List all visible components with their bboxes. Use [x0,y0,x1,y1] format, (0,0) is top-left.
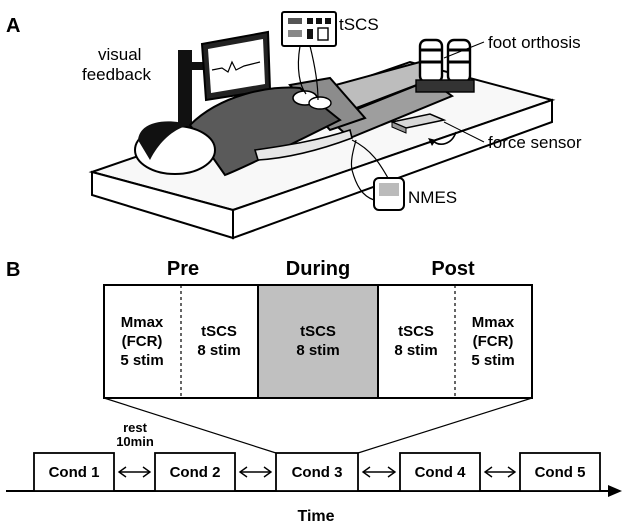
block-2-line-1: tSCS [201,323,237,340]
block-2-line-2: 8 stim [197,342,240,359]
rest-arrow [117,466,152,478]
block-3-line-1: tSCS [300,323,336,340]
phase-pre-label: Pre [167,258,199,280]
phase-post-label: Post [431,258,475,280]
cond-3-label: Cond 3 [292,464,343,481]
rest-arrow [483,466,517,478]
cond-1-label: Cond 1 [49,464,100,481]
force-sensor-label: force sensor [488,133,582,152]
cond-box-5 [519,452,601,492]
cond-box-3 [275,452,359,492]
block-4-line-1: tSCS [398,323,434,340]
panel-a-letter: A [6,15,20,37]
nmes-device [350,139,405,211]
setup-illustration [88,11,556,240]
block-1-line-2: (FCR) [122,333,163,350]
tscs-label: tSCS [339,15,379,34]
tscs-device [281,11,337,101]
visual-feedback-label-line1: visual [98,45,141,64]
block-5-line-1: Mmax [472,314,515,331]
cond-box-4 [399,452,481,492]
block-1-line-1: Mmax [121,314,164,331]
cond-box-2 [154,452,236,492]
cond-4-label: Cond 4 [415,464,466,481]
rest-arrow [238,466,273,478]
cond-5-label: Cond 5 [535,464,586,481]
zoom-line-left [103,397,277,454]
block-4-line-2: 8 stim [394,342,437,359]
cond-box-1 [33,452,115,492]
rest-arrow [361,466,397,478]
panel-b-letter: B [6,259,20,281]
force-sensor-device [389,113,457,146]
visual-feedback-label-line2: feedback [82,65,151,84]
zoom-line-right [357,397,533,454]
cond-2-label: Cond 2 [170,464,221,481]
rest-label-line2: 10min [116,434,154,449]
protocol-box [103,284,533,399]
time-axis-label: Time [297,508,334,525]
foot-orthosis [415,38,475,93]
block-5-line-3: 5 stim [471,352,514,369]
foot-orthosis-label: foot orthosis [488,33,581,52]
block-1-line-3: 5 stim [120,352,163,369]
during-shaded-block [258,285,378,398]
block-3-line-2: 8 stim [296,342,339,359]
rest-label-line1: rest [123,420,148,435]
nmes-label: NMES [408,188,457,207]
block-5-line-2: (FCR) [473,333,514,350]
phase-during-label: During [286,258,350,280]
